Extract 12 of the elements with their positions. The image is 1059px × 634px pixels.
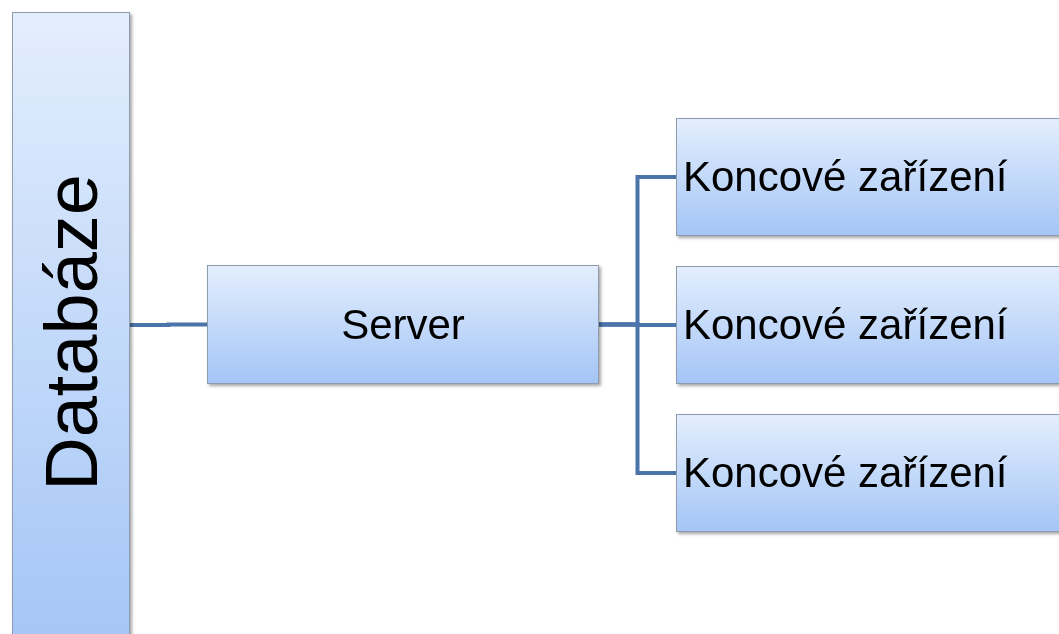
node-label: Koncové zařízení: [683, 153, 1008, 201]
device-box: [676, 118, 1059, 236]
node-label: Server: [341, 300, 465, 349]
node-label: Databáze: [28, 173, 114, 491]
node-label: Koncové zařízení: [683, 449, 1008, 497]
database-box: [12, 12, 130, 634]
device-box: [676, 266, 1059, 384]
node-label: Koncové zařízení: [683, 301, 1008, 349]
connector-line: [130, 322, 207, 327]
connector-line: [599, 322, 676, 475]
device-box: [676, 414, 1059, 532]
server-box: [207, 265, 599, 384]
